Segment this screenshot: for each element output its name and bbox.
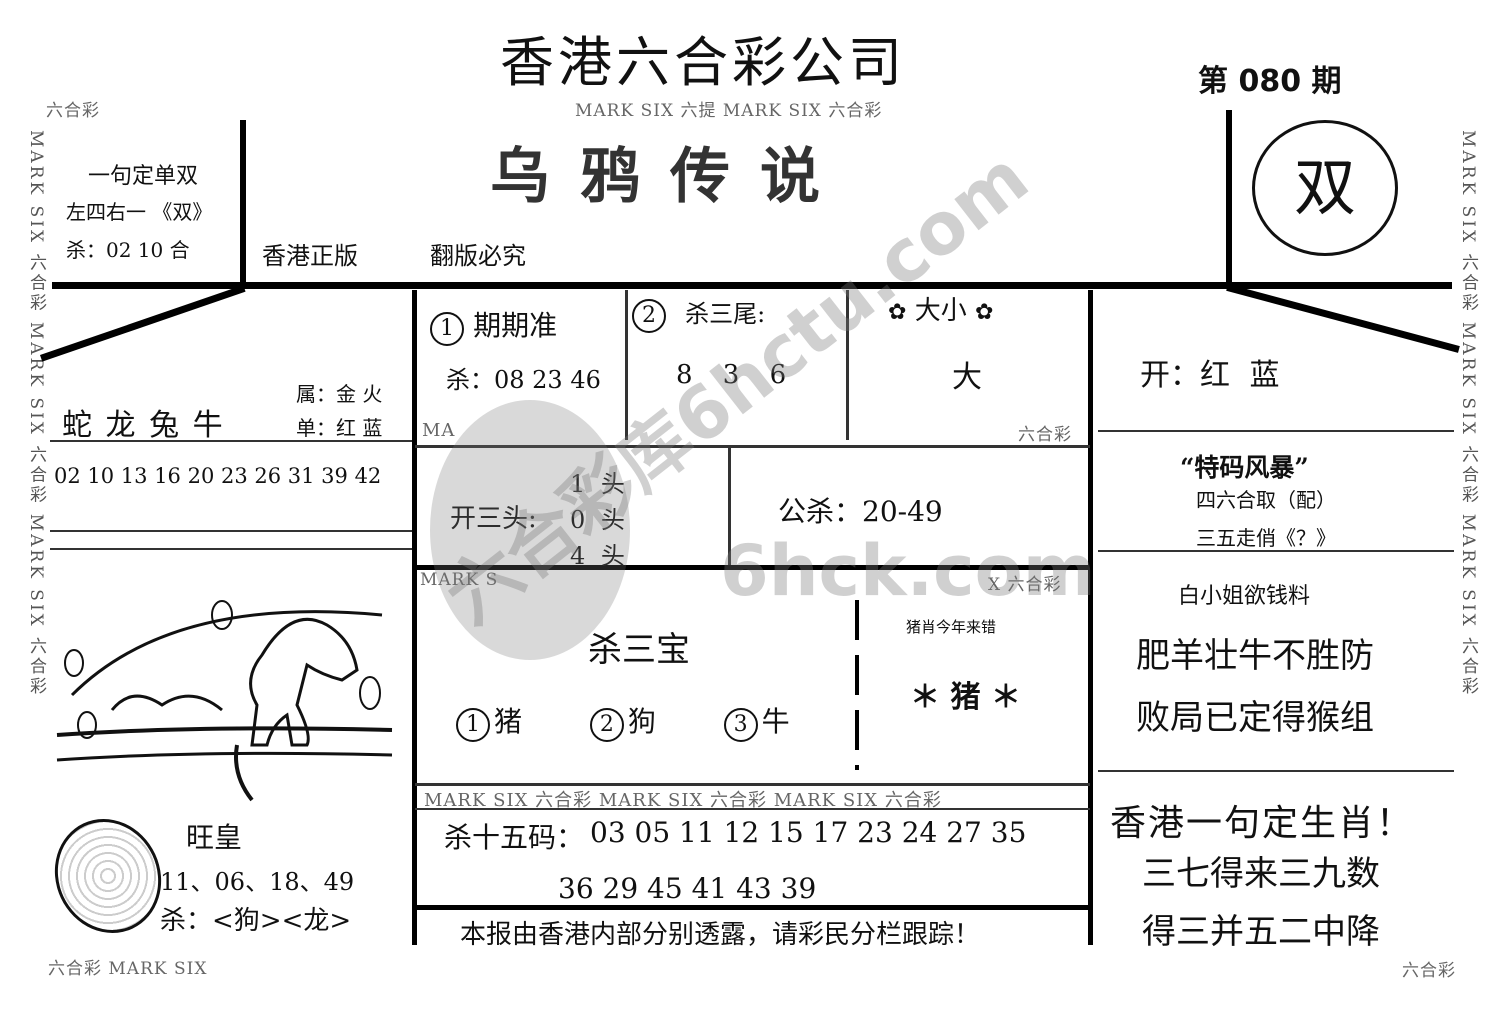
double-badge-text: 双 bbox=[1293, 151, 1356, 224]
three-heads-label: 开三头: bbox=[450, 504, 537, 534]
cell-size-title: 大小 bbox=[914, 296, 967, 326]
strip-x: X 六合彩 bbox=[988, 575, 1062, 595]
strip-liu: 六合彩 bbox=[1018, 425, 1072, 445]
zodiac-year-value: ＊ 猪 ＊ bbox=[910, 680, 1021, 715]
piracy-label: 翻版必究 bbox=[430, 242, 526, 270]
row-divider-5 bbox=[415, 905, 1090, 910]
mark-strip-long: MARK SIX 六合彩 MARK SIX 六合彩 MARK SIX 六合彩 bbox=[424, 790, 942, 811]
miss-bai-line-2: 败局已定得猴组 bbox=[1136, 698, 1374, 738]
flower-icon: ✿ bbox=[974, 300, 994, 325]
watermark-logo bbox=[430, 400, 630, 660]
one-line-2: 得三并五二中降 bbox=[1142, 912, 1380, 952]
kill-three-title: 杀三宝 bbox=[588, 630, 690, 670]
miss-bai-title: 白小姐欲钱料 bbox=[1178, 584, 1311, 609]
strip-ma: MA bbox=[422, 420, 456, 441]
kill-item-number: 1 bbox=[456, 708, 490, 742]
right-row-divider-3 bbox=[1098, 770, 1454, 772]
seal-stamp bbox=[36, 801, 180, 951]
open-color: 开：红 蓝 bbox=[1140, 358, 1280, 393]
miss-bai-line-1: 肥羊壮牛不胜防 bbox=[1136, 636, 1374, 676]
storm-line-2: 三五走俏《？》 bbox=[1196, 526, 1336, 550]
top-mark-strip: MARK SIX 六提 MARK SIX 六合彩 bbox=[575, 101, 883, 121]
kill15-label: 杀十五码： bbox=[444, 821, 585, 854]
zodiac-numbers: 02 10 13 16 20 23 26 31 39 42 bbox=[54, 464, 382, 488]
kill15-row-2: 36 29 45 41 43 39 bbox=[558, 872, 817, 905]
right-row-divider-2 bbox=[1098, 550, 1454, 552]
left-row-divider-1 bbox=[50, 440, 412, 442]
dog-name: 旺皇 bbox=[186, 821, 243, 854]
flower-icon: ✿ bbox=[888, 300, 907, 325]
cell-tail: 2 杀三尾: bbox=[632, 294, 765, 333]
left-diagonal bbox=[40, 285, 246, 362]
single-double-kill: 杀：02 10 合 bbox=[66, 238, 190, 262]
storm-title: “特码风暴” bbox=[1180, 453, 1309, 482]
cell-divider-1 bbox=[625, 290, 628, 440]
right-row-divider-1 bbox=[1098, 430, 1454, 432]
issue-number: 第 080 期 bbox=[1198, 64, 1342, 99]
company-title: 香港六合彩公司 bbox=[500, 31, 906, 94]
dog-illustration bbox=[56, 600, 393, 802]
kill-item-number: 3 bbox=[723, 708, 758, 742]
left-row-divider-3 bbox=[50, 548, 412, 550]
cell-tail-number: 2 bbox=[632, 299, 666, 333]
zodiac-attr-1: 属：金 火 bbox=[296, 382, 383, 406]
left-row-divider-2 bbox=[50, 530, 412, 532]
cell-accurate-title: 期期准 bbox=[473, 309, 558, 342]
footer-note: 本报由香港内部分别透露，请彩民分栏跟踪！ bbox=[460, 920, 981, 950]
divider-left-top-vertical bbox=[240, 120, 246, 288]
cell-accurate: 1 期期准 bbox=[430, 304, 557, 346]
kill-item-3: 牛 bbox=[761, 705, 790, 738]
one-line-1: 三七得来三九数 bbox=[1142, 854, 1380, 894]
three-heads-1: 1 头 bbox=[570, 470, 625, 498]
single-double-title: 一句定单双 bbox=[88, 164, 199, 189]
watermark-text-2: 6hck.com bbox=[720, 530, 1096, 612]
row-divider-1 bbox=[415, 445, 1090, 448]
divider-right-top-vertical bbox=[1226, 110, 1232, 288]
row-divider-4 bbox=[415, 808, 1090, 810]
three-heads-2: 0 头 bbox=[570, 506, 625, 534]
single-double-hint: 左四右一 《双》 bbox=[66, 200, 213, 224]
bottom-left-mark: 六合彩 MARK SIX bbox=[48, 959, 208, 979]
zodiac-year-note: 猪肖今年来错 bbox=[906, 618, 997, 636]
one-line-title: 香港一句定生肖！ bbox=[1110, 803, 1415, 844]
public-kill: 公杀：20-49 bbox=[778, 495, 943, 528]
divider-top-horizontal bbox=[52, 282, 1452, 289]
left-corner-mark: 六合彩 bbox=[46, 101, 100, 121]
cell-size-value: 大 bbox=[952, 360, 982, 395]
kill-item-number: 2 bbox=[589, 708, 624, 742]
kill15-row-1: 03 05 11 12 15 17 23 24 27 35 bbox=[590, 816, 1027, 849]
kill-item-1: 猪 bbox=[494, 705, 523, 738]
strip-marks: MARK S bbox=[420, 570, 499, 590]
zodiac-attr-2: 单：红 蓝 bbox=[296, 416, 383, 440]
three-heads-divider bbox=[728, 448, 731, 566]
center-right-border bbox=[1088, 290, 1093, 945]
row-divider-2 bbox=[415, 565, 1090, 570]
cell-tail-title: 杀三尾: bbox=[685, 300, 766, 328]
cell-accurate-number: 1 bbox=[430, 312, 464, 346]
left-side-watermark: MARK SIX 六合彩 MARK SIX 六合彩 MARK SIX 六合彩 bbox=[26, 130, 46, 698]
cell-divider-2 bbox=[846, 290, 849, 440]
cell-size: ✿ 大小 ✿ bbox=[888, 290, 993, 327]
three-heads-3: 4 头 bbox=[570, 542, 625, 570]
genuine-label: 香港正版 bbox=[262, 242, 358, 270]
bottom-right-mark: 六合彩 bbox=[1402, 961, 1456, 981]
main-title: 乌鸦传说 bbox=[490, 142, 850, 212]
dashed-divider bbox=[855, 600, 859, 770]
row-divider-3 bbox=[415, 783, 1090, 786]
cell-tail-values: 8 3 6 bbox=[676, 360, 787, 390]
storm-line-1: 四六合取（配） bbox=[1196, 488, 1336, 512]
cell-accurate-kill: 杀：08 23 46 bbox=[446, 366, 601, 394]
right-side-watermark: MARK SIX 六合彩 MARK SIX 六合彩 MARK SIX 六合彩 bbox=[1458, 130, 1478, 698]
dog-numbers: 11、06、18、49 bbox=[160, 868, 355, 896]
dog-kill: 杀：<狗><龙> bbox=[160, 906, 352, 936]
right-diagonal bbox=[1226, 284, 1460, 353]
kill-item-2: 狗 bbox=[627, 705, 656, 738]
zodiac-animals: 蛇 龙 兔 牛 bbox=[62, 408, 225, 443]
center-left-border bbox=[412, 290, 417, 945]
double-badge: 双 bbox=[1252, 120, 1398, 256]
